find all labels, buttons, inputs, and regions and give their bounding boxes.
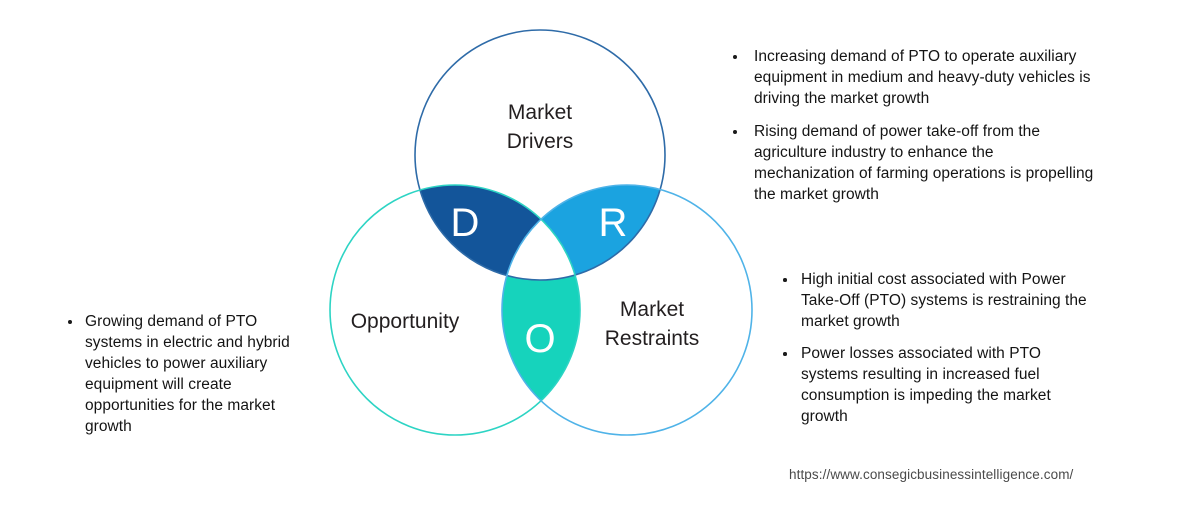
lens-letter-r: R [599,201,628,245]
label-market-restraints-line2: Restraints [605,327,700,350]
bullet-text: High initial cost associated with Power … [801,271,1087,330]
bullet-text: Increasing demand of PTO to operate auxi… [754,48,1091,107]
list-item: Power losses associated with PTO systems… [778,343,1098,427]
label-opportunity: Opportunity [351,310,460,333]
label-market-drivers-line2: Drivers [507,130,574,153]
drivers-bullet-list: Increasing demand of PTO to operate auxi… [727,46,1097,217]
label-market-restraints-line1: Market [620,298,684,321]
venn-svg: D R O Market Drivers Opportunity Market … [329,29,753,436]
source-url[interactable]: https://www.consegicbusinessintelligence… [789,467,1074,482]
bullet-text: Growing demand of PTO systems in electri… [85,313,290,435]
list-item: High initial cost associated with Power … [778,269,1098,332]
bullet-dot-icon [783,278,787,282]
bullet-text: Power losses associated with PTO systems… [801,345,1051,425]
label-market-drivers-line1: Market [508,101,572,124]
venn-diagram: D R O Market Drivers Opportunity Market … [295,22,765,447]
circle-market-drivers [414,29,666,281]
circle-market-restraints [501,184,753,436]
list-item: Increasing demand of PTO to operate auxi… [727,46,1097,109]
restraints-bullet-list: High initial cost associated with Power … [778,269,1098,438]
list-item: Growing demand of PTO systems in electri… [62,311,312,437]
lens-letter-d: D [451,201,480,245]
bullet-dot-icon [733,55,737,59]
bullet-dot-icon [68,320,72,324]
bullet-dot-icon [733,130,737,134]
list-item: Rising demand of power take-off from the… [727,121,1097,205]
bullet-dot-icon [783,352,787,356]
lens-letter-o: O [524,317,555,361]
bullet-text: Rising demand of power take-off from the… [754,123,1094,203]
lens-drivers-opportunity [415,185,580,280]
circle-opportunity [329,184,581,436]
opportunity-bullet-list: Growing demand of PTO systems in electri… [62,311,312,437]
lens-drivers-restraints [502,185,665,280]
